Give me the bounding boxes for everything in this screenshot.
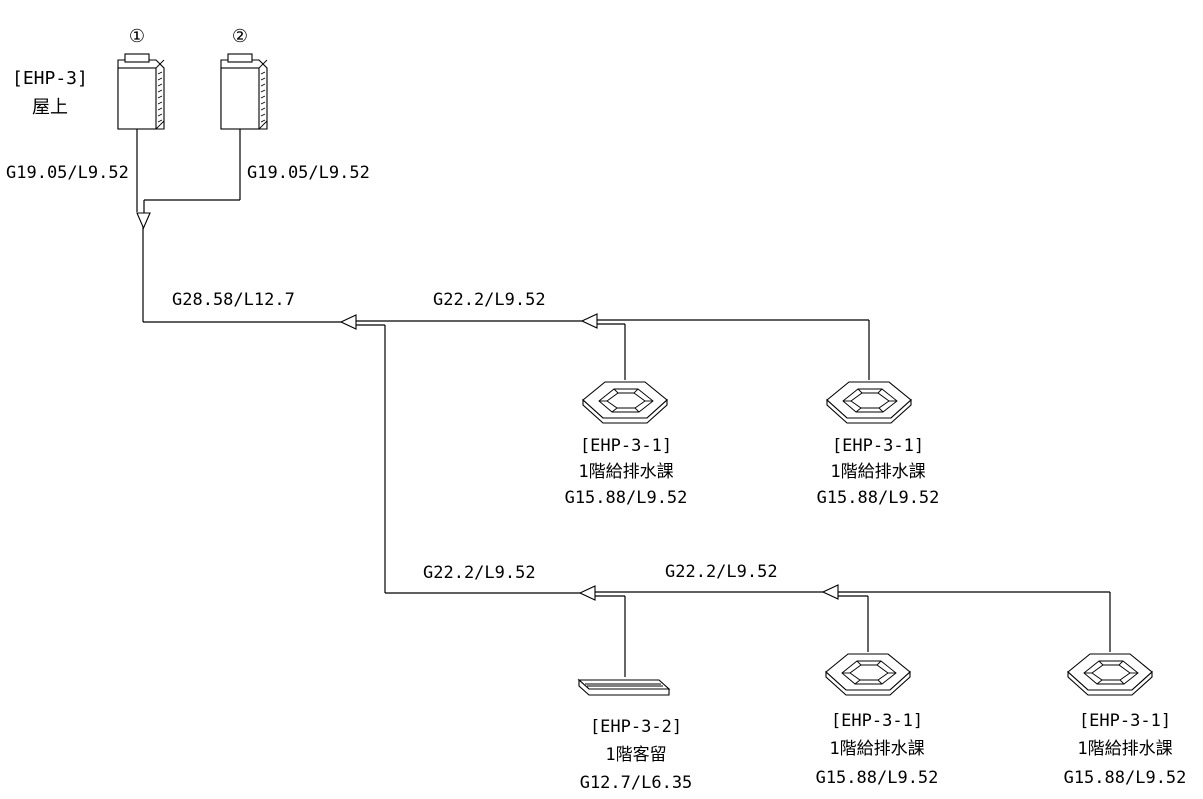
indoor-unit-lower-2	[825, 653, 911, 696]
unit-pipe: G15.88/L9.52	[816, 768, 939, 788]
unit-room: 1階給排水課	[1077, 739, 1172, 759]
outdoor-unit-1	[117, 53, 165, 130]
unit-2-pipe-label: G19.05/L9.52	[247, 163, 370, 183]
unit-pipe: G15.88/L9.52	[1064, 768, 1187, 788]
lower-branch-pipe-left-label: G22.2/L9.52	[423, 563, 536, 583]
unit-2-number: ②	[232, 26, 248, 47]
unit-pipe: G12.7/L6.35	[580, 773, 693, 793]
indoor-label-lower-2: [EHP-3-1] 1階給排水課 G15.88/L9.52	[816, 711, 939, 788]
pipe-network	[136, 129, 1111, 677]
lower-branch-pipe-right-label: G22.2/L9.52	[665, 562, 778, 582]
indoor-unit-lower-3	[1067, 653, 1153, 696]
unit-room: 1階客留	[605, 745, 666, 765]
system-location: 屋上	[32, 97, 68, 118]
indoor-unit-upper-1	[582, 381, 668, 424]
unit-tag: [EHP-3-1]	[831, 711, 923, 731]
unit-tag: [EHP-3-2]	[590, 717, 682, 737]
indoor-label-upper-1: [EHP-3-1] 1階給排水課 G15.88/L9.52	[565, 436, 688, 508]
indoor-label-lower-1: [EHP-3-2] 1階客留 G12.7/L6.35	[580, 717, 693, 793]
unit-room: 1階給排水課	[829, 739, 924, 759]
unit-room: 1階給排水課	[830, 462, 925, 482]
indoor-label-lower-3: [EHP-3-1] 1階給排水課 G15.88/L9.52	[1064, 711, 1187, 788]
unit-1-number: ①	[129, 26, 145, 47]
unit-pipe: G15.88/L9.52	[817, 488, 940, 508]
indoor-label-upper-2: [EHP-3-1] 1階給排水課 G15.88/L9.52	[817, 436, 940, 508]
unit-1-pipe-label: G19.05/L9.52	[6, 163, 129, 183]
system-tag: [EHP-3]	[12, 68, 88, 89]
branch-tees	[136, 212, 839, 601]
unit-tag: [EHP-3-1]	[580, 436, 672, 456]
indoor-unit-lower-1	[578, 679, 670, 696]
outdoor-unit-2	[220, 53, 268, 130]
indoor-unit-upper-2	[826, 381, 912, 424]
unit-pipe: G15.88/L9.52	[565, 488, 688, 508]
unit-room: 1階給排水課	[578, 462, 673, 482]
main-pipe-label: G28.58/L12.7	[172, 290, 295, 310]
upper-branch-pipe-label: G22.2/L9.52	[433, 290, 546, 310]
unit-tag: [EHP-3-1]	[832, 436, 924, 456]
unit-tag: [EHP-3-1]	[1079, 711, 1171, 731]
